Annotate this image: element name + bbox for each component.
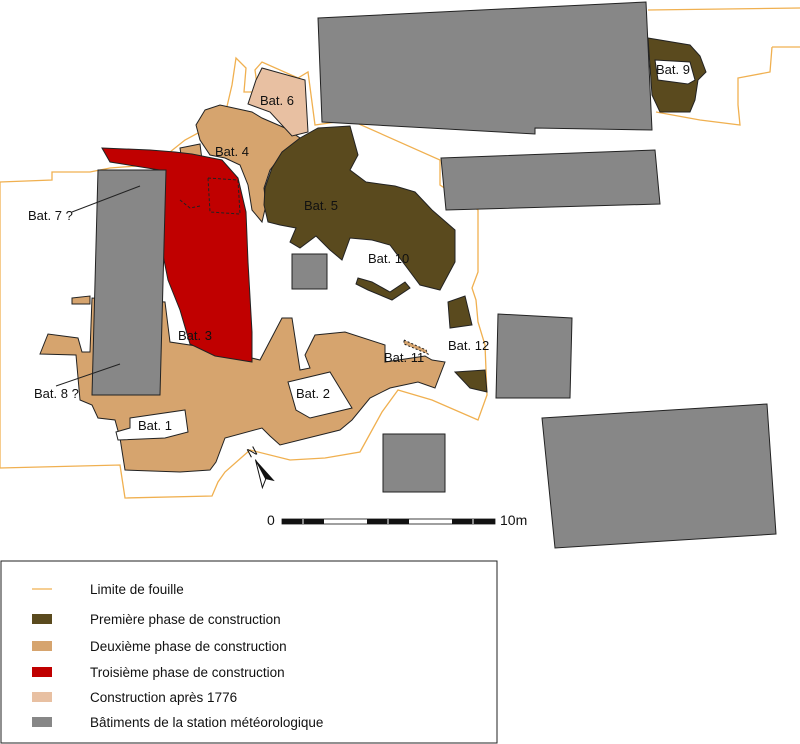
scale-start: 0 [267, 512, 275, 528]
station-building-small-a [291, 253, 328, 290]
scale-end: 10m [500, 512, 527, 528]
legend-swatch-after1776 [32, 692, 52, 702]
scale-bar: 0 10m [267, 512, 527, 528]
bat2-courtyard [287, 371, 353, 419]
label-bat6: Bat. 6 [260, 93, 294, 108]
station-building-small-c [382, 433, 446, 493]
legend-label-phase2: Deuxième phase de construction [90, 639, 287, 654]
leader-line-bat8 [55, 363, 121, 387]
phase2-bat11-fragment [403, 339, 430, 355]
north-arrow-icon: N [244, 443, 275, 490]
label-bat10: Bat. 10 [368, 251, 409, 266]
phase3-dashed-line [179, 199, 201, 209]
legend-swatch-phase2 [32, 641, 52, 651]
excavation-limit-line-ne [647, 7, 800, 126]
legend-label-after1776: Construction après 1776 [90, 690, 237, 705]
label-bat5: Bat. 5 [304, 198, 338, 213]
leader-line-bat7 [71, 185, 141, 213]
phase3-dashed-box [207, 177, 241, 215]
legend: Limite de fouille Première phase de cons… [0, 560, 498, 744]
label-bat2: Bat. 2 [296, 386, 330, 401]
label-bat8: Bat. 8 ? [34, 386, 79, 401]
phase1-fragment-10 [355, 277, 411, 301]
phase2-piece-b [71, 295, 91, 305]
phase1-bat12-bottom [453, 369, 488, 393]
label-bat12: Bat. 12 [448, 338, 489, 353]
station-building-main [317, 1, 653, 135]
bat1-courtyard [115, 409, 189, 441]
phase1-bat5 [263, 125, 456, 291]
legend-swatch-station [32, 717, 52, 727]
bat9-courtyard [654, 59, 696, 85]
after1776-bat6 [247, 67, 309, 137]
legend-box [0, 560, 498, 744]
legend-swatch-phase3 [32, 667, 52, 677]
station-building-bat7 [91, 169, 167, 396]
label-bat9: Bat. 9 [656, 62, 690, 77]
label-bat11: Bat. 11 [384, 350, 424, 365]
station-building-east [440, 149, 661, 211]
station-building-small-b [495, 313, 573, 399]
label-bat1: Bat. 1 [138, 418, 172, 433]
label-bat4: Bat. 4 [215, 144, 249, 159]
legend-label-limit: Limite de fouille [90, 582, 184, 597]
phase1-bat12-top [447, 295, 473, 329]
excavation-limit-line [0, 56, 488, 499]
legend-label-phase1: Première phase de construction [90, 612, 281, 627]
station-building-large-se [541, 403, 777, 549]
legend-label-phase3: Troisième phase de construction [90, 665, 285, 680]
label-bat3: Bat. 3 [178, 328, 212, 343]
legend-label-station: Bâtiments de la station météorologique [90, 715, 323, 730]
legend-swatch-phase1 [32, 614, 52, 624]
label-bat7: Bat. 7 ? [28, 208, 73, 223]
